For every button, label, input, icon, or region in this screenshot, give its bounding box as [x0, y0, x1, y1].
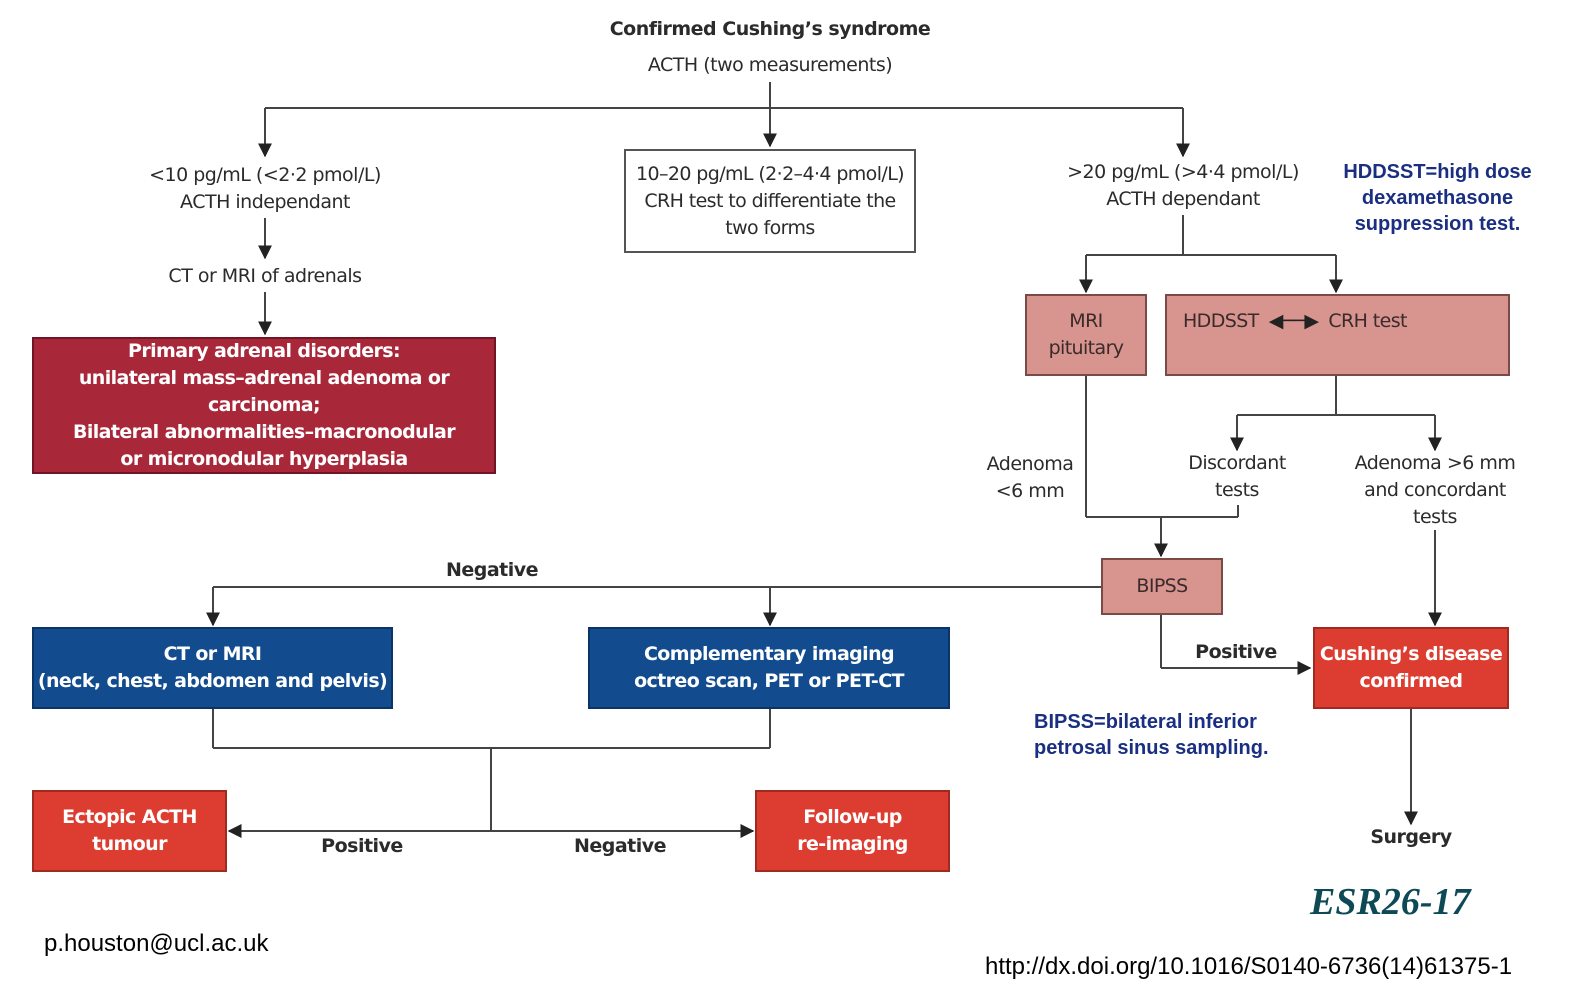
box-complementary-imaging: Complementary imaging octreo scan, PET o… — [588, 627, 950, 709]
title-confirmed-cushings: Confirmed Cushing’s syndrome — [609, 18, 931, 40]
box-ectopic-acth-tumour: Ectopic ACTH tumour — [32, 790, 227, 872]
label-ct-mri-adrenals: CT or MRI of adrenals — [168, 265, 362, 287]
box-crh-test-differentiate: 10–20 pg/mL (2·2–4·4 pmol/L) CRH test to… — [624, 149, 916, 253]
label-lower-negative: Negative — [573, 835, 667, 857]
label-lower-positive: Positive — [321, 835, 403, 857]
crh-test-label: CRH test — [1328, 310, 1407, 332]
footer-doi: http://dx.doi.org/10.1016/S0140-6736(14)… — [985, 953, 1513, 980]
label-bipss-positive: Positive — [1195, 641, 1277, 663]
label-adenoma-small: Adenoma <6 mm — [986, 453, 1074, 502]
footer-code: ESR26-17 — [1310, 881, 1471, 923]
double-arrow-icon: ◀──▶ — [1268, 310, 1319, 332]
box-ct-mri-body: CT or MRI (neck, chest, abdomen and pelv… — [32, 627, 393, 709]
label-acth-dependent: >20 pg/mL (>4·4 pmol/L) ACTH dependant — [1067, 161, 1299, 210]
label-acth-independent: <10 pg/mL (<2·2 pmol/L) ACTH independant — [149, 164, 381, 213]
footer-email: p.houston@ucl.ac.uk — [44, 930, 269, 957]
hddsst-label: HDDSST — [1183, 310, 1259, 332]
box-follow-up-reimaging: Follow-up re-imaging — [755, 790, 950, 872]
note-bipss-definition: BIPSS=bilateral inferior petrosal sinus … — [1034, 711, 1269, 759]
box-mri-pituitary: MRI pituitary — [1025, 294, 1147, 376]
label-adenoma-large: Adenoma >6 mm and concordant tests — [1354, 452, 1516, 528]
label-surgery: Surgery — [1370, 826, 1452, 848]
note-hddsst-definition: HDDSST=high dose dexamethasone suppressi… — [1343, 161, 1532, 235]
box-bipss: BIPSS — [1101, 558, 1223, 615]
box-hddsst-crh: HDDSST ◀──▶ CRH test — [1165, 294, 1510, 376]
label-bipss-negative: Negative — [445, 559, 539, 581]
box-primary-adrenal-disorders: Primary adrenal disorders: unilateral ma… — [32, 337, 496, 474]
box-cushings-disease-confirmed: Cushing’s disease confirmed — [1313, 627, 1509, 709]
label-discordant-tests: Discordant tests — [1188, 452, 1286, 501]
subtitle-acth-measurements: ACTH (two measurements) — [647, 54, 893, 76]
